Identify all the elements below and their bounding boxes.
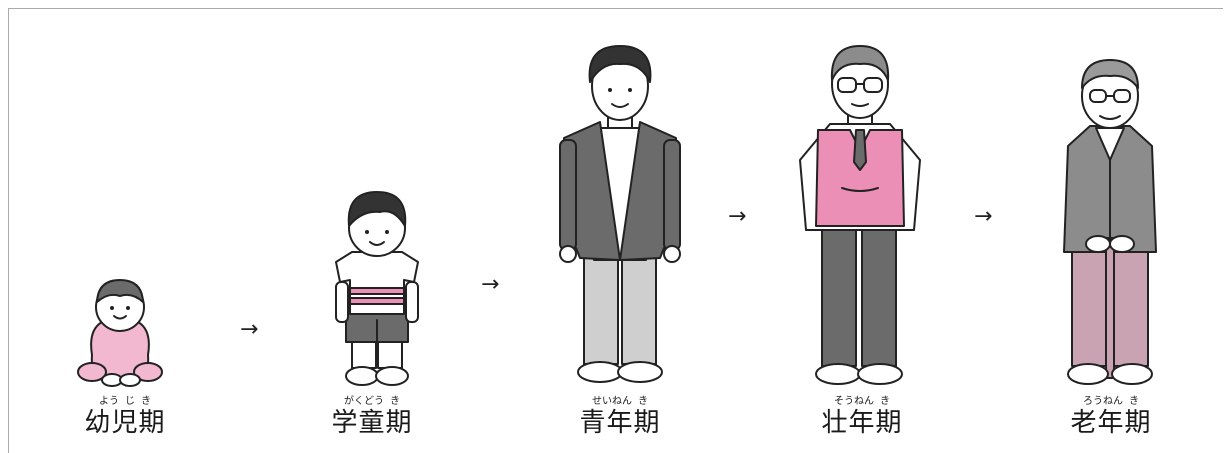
- elderly-figure: [1063, 59, 1157, 385]
- middle-aged-figure: [799, 45, 921, 385]
- stage-name: 壮年期: [821, 408, 903, 438]
- stage-name: 青年期: [579, 408, 661, 438]
- stage-label-infancy: ようじき 幼児期: [55, 396, 195, 438]
- stage-name: 幼児期: [84, 408, 166, 438]
- stage-label-adolescence: せいねんき 青年期: [550, 396, 690, 438]
- stage-label-school-age: がくどうき 学童期: [302, 396, 442, 438]
- stage-name: 学童期: [331, 408, 413, 438]
- ruby-reading: がくどうき: [344, 396, 400, 407]
- child-figure: [335, 191, 419, 386]
- ruby-reading: ろうねんき: [1083, 396, 1139, 407]
- ruby-reading: そうねんき: [834, 396, 890, 407]
- ruby-reading: せいねんき: [592, 396, 648, 407]
- diagram-frame: [8, 8, 1223, 453]
- stage-label-prime: そうねんき 壮年期: [792, 396, 932, 438]
- ruby-reading: ようじき: [99, 396, 151, 407]
- stage-name: 老年期: [1070, 408, 1152, 438]
- stage-label-old-age: ろうねんき 老年期: [1041, 396, 1181, 438]
- arrow-2: →: [481, 272, 500, 297]
- young-adult-figure: [559, 45, 681, 383]
- arrow-3: →: [728, 204, 747, 229]
- arrow-1: →: [240, 317, 259, 342]
- infant-figure: [77, 279, 163, 387]
- arrow-4: →: [974, 204, 993, 229]
